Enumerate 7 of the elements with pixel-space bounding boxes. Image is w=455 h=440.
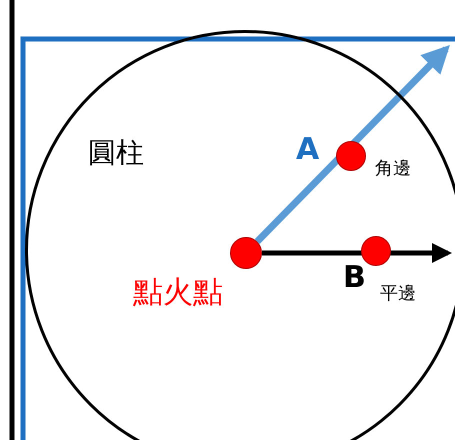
circle-label: 圓柱 [88,139,144,167]
point-letter: A [296,135,320,165]
point-letter: B [343,263,366,293]
point-label: 平邊 [380,285,416,303]
point-label: 角邊 [375,160,411,178]
ignition-label: 點火點 [133,278,223,308]
arrow [254,45,450,244]
